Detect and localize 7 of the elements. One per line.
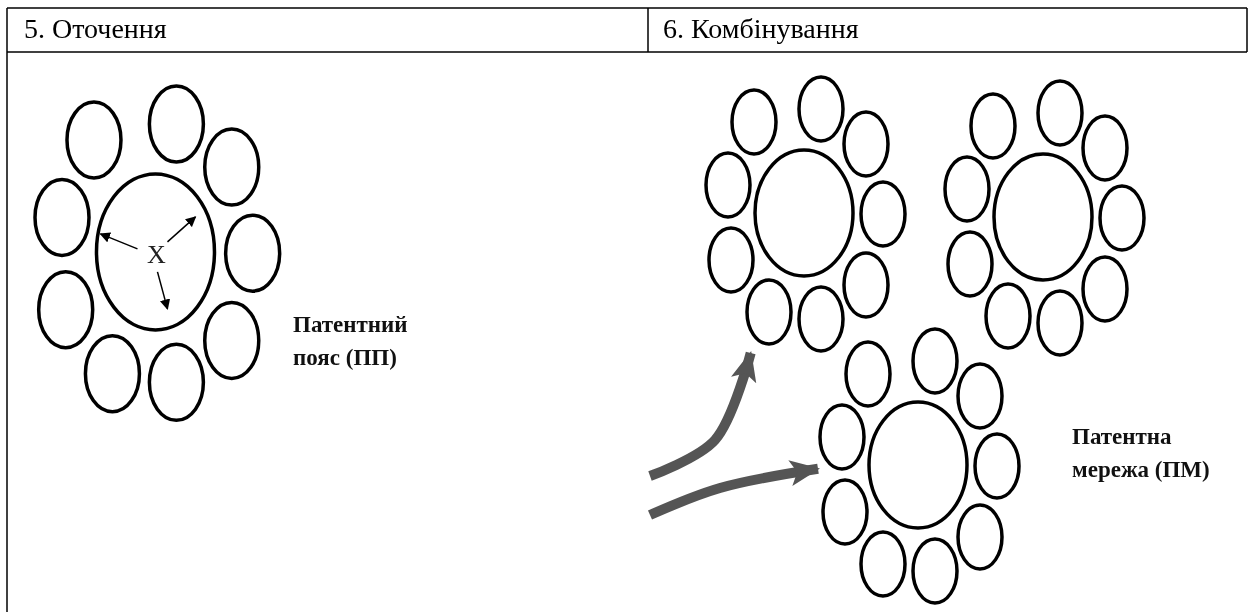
curved-arrow [648,351,757,481]
caption-text: Патентна мережа (ПМ) [1072,423,1211,485]
curved-arrow [648,460,820,520]
section-heading: 6. Комбінування [663,15,859,43]
section-heading: 5. Оточення [24,15,167,43]
center-label: X [147,242,166,268]
caption-text: Патентний пояс (ПП) [293,311,409,373]
